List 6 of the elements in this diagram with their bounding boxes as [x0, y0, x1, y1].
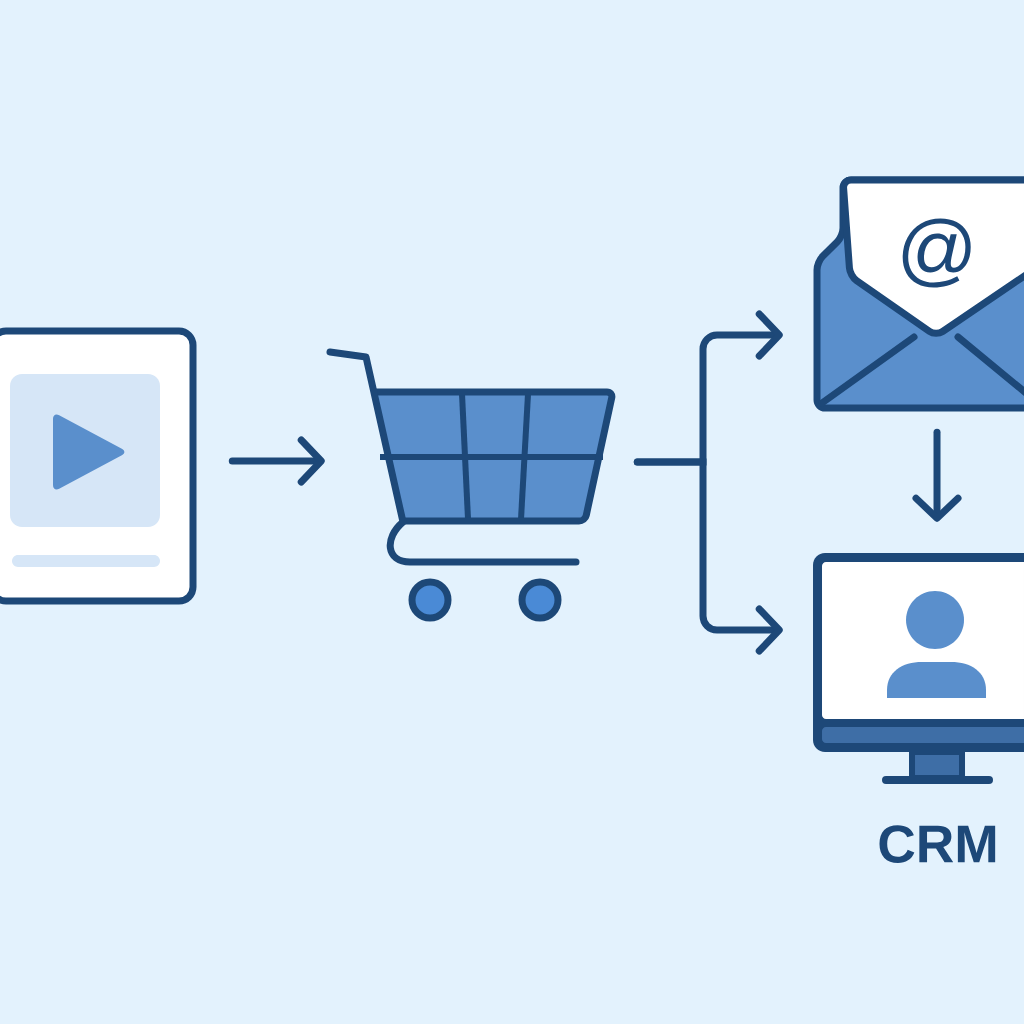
cart-icon — [326, 348, 616, 622]
arrow — [228, 436, 325, 486]
at-sign: @ — [902, 218, 971, 288]
node-label: CRM — [879, 825, 996, 863]
arrow — [633, 458, 783, 655]
video-card — [0, 327, 197, 605]
